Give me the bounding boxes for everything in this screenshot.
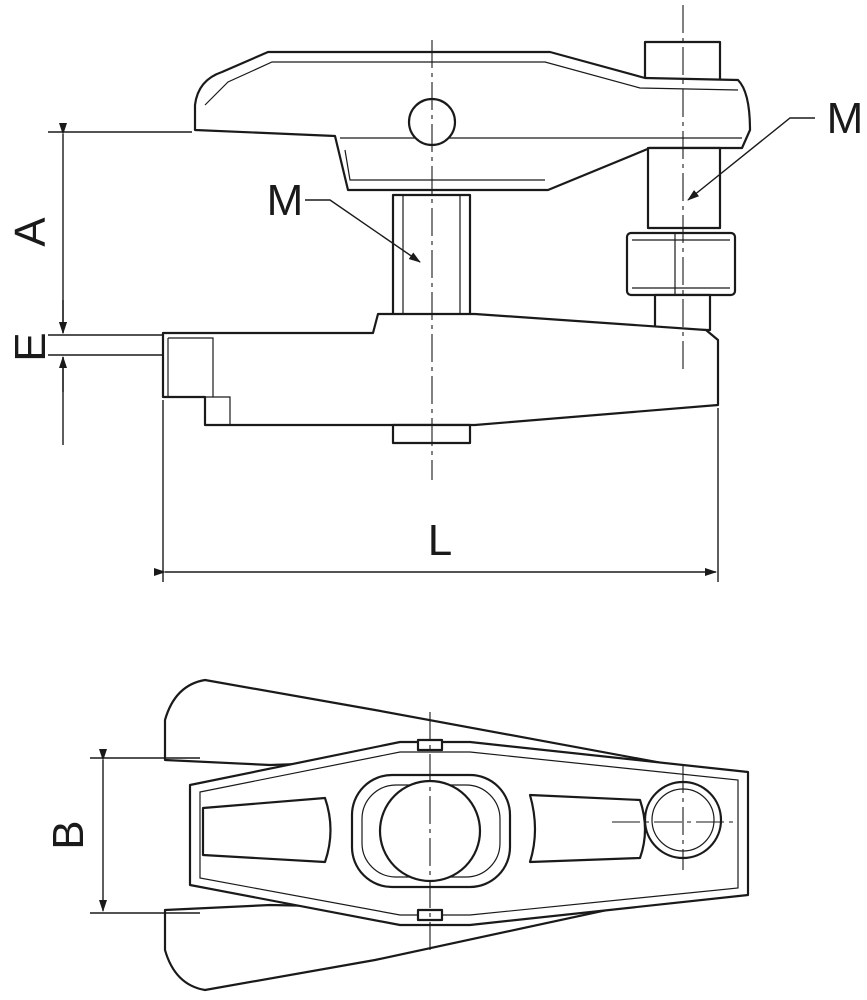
dimensions-side: [48, 117, 815, 582]
label-a: A: [6, 217, 55, 247]
label-e: E: [6, 332, 55, 361]
label-b: B: [44, 820, 93, 849]
hex-nut: [625, 231, 737, 297]
side-view: [161, 5, 752, 480]
left-slot: [201, 796, 332, 864]
top-view: [163, 678, 750, 992]
lower-arm: [161, 312, 720, 427]
label-m-side: M: [827, 94, 864, 143]
dimensions-top: [90, 749, 200, 914]
label-m-center: M: [267, 176, 304, 225]
right-slot: [528, 793, 647, 864]
side-screw: [646, 146, 722, 230]
upper-handle: [193, 50, 752, 192]
label-l: L: [428, 516, 452, 565]
